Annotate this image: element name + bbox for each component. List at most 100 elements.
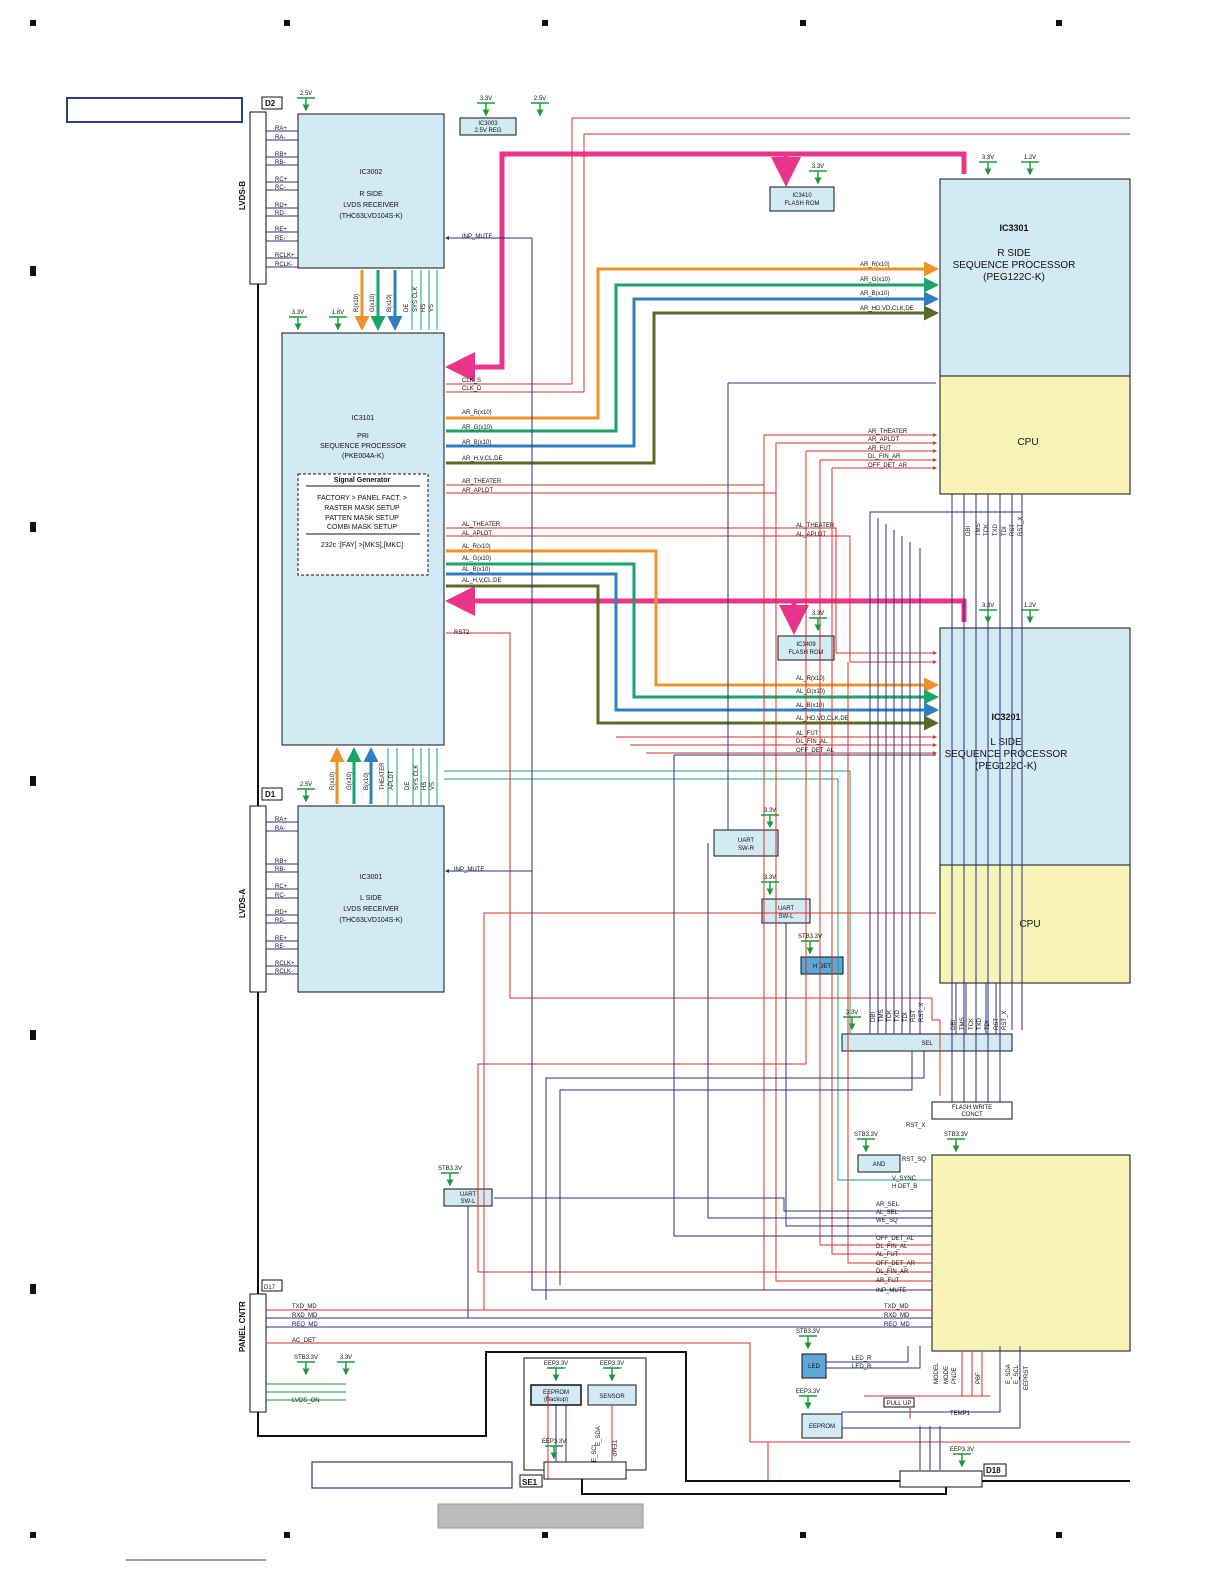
clk-s-label: CLK_S [462, 378, 481, 384]
cpu-bus-label-l: TXD [977, 1017, 983, 1030]
power-18v-ic3101-label: 1.8V [332, 310, 344, 316]
power-33v-ic3410 [809, 170, 827, 185]
bottom-pin-label: PNDE [952, 1367, 958, 1384]
connector-d1: D1 LVDS-A [238, 787, 283, 993]
al-b-label-pri: AL_B(x10) [462, 567, 490, 573]
note-frame [311, 1461, 513, 1489]
sel-box: SEL [841, 1033, 1013, 1052]
al-r-label: AL_R(x10) [796, 676, 825, 682]
svg-text:Signal Generator: Signal Generator [334, 477, 391, 484]
off-det-al-label: OFF_DET_AL [796, 748, 835, 754]
cpu-bus-label-l: DBI [951, 1020, 957, 1030]
d2-pin-label: RB+ [275, 152, 287, 158]
svg-text:UART: UART [738, 838, 755, 844]
ar-g-label-pri: AR_G(x10) [462, 425, 492, 431]
ar-sel-label: AR_SEL [876, 1202, 900, 1208]
d2-pin-label: RCLK- [275, 262, 293, 268]
cpu-bus-label-l: TMS [960, 1017, 966, 1030]
ic3002-box: IC3002 R SIDE LVDS RECEIVER (THC63LVD104… [297, 113, 445, 269]
d1-pin-label: RCLK- [275, 969, 293, 975]
svg-text:IC3301: IC3301 [999, 223, 1028, 233]
power-33v-ic3101 [289, 316, 307, 331]
power-stb-hdet-label: STB3.3V [798, 934, 822, 940]
al-g-label-pri: AL_G(x10) [462, 556, 491, 562]
svg-text:LVDS-B: LVDS-B [238, 181, 247, 210]
l-bus-label: B(x10) [364, 772, 370, 790]
flash-write-box: FLASH WRITE CONCT [931, 1101, 1013, 1120]
cpu-bus-label-sel: RST [911, 1010, 917, 1022]
r-bus-label: R(x10) [354, 294, 360, 312]
svg-text:D1: D1 [265, 790, 276, 799]
d1-pin-label: RA- [275, 826, 285, 832]
off-det-al-label-2: OFF_DET_AL [876, 1236, 915, 1242]
svg-text:SENSOR: SENSOR [599, 1394, 625, 1400]
d1-pin-label: RE+ [275, 936, 287, 942]
d2-pin-label: RD- [275, 211, 286, 217]
inp-mute-label-l: INP_MUTE [454, 867, 484, 873]
svg-text:(THC63LVD104S-K): (THC63LVD104S-K) [339, 917, 402, 924]
power-eep-eeprom [799, 1395, 817, 1410]
d1-pin-label: RB- [275, 867, 285, 873]
power-33v-ic3301-label: 3.3V [982, 155, 994, 161]
power-stb-led-label: STB3.3V [796, 1329, 820, 1335]
bottom-red [864, 1351, 990, 1397]
power-stb-led [799, 1335, 817, 1350]
power-eep-eeprom-label: EEP3.3V [796, 1389, 820, 1395]
title-frame [66, 97, 243, 123]
power-eep-backup-label: EEP3.3V [544, 1361, 568, 1367]
power-eep-sensor [603, 1367, 621, 1382]
l-bus-label: R(x10) [330, 772, 336, 790]
ar-g-label: AR_G(x10) [860, 277, 890, 283]
cpu-bus-label-l: RST [994, 1018, 1000, 1030]
svg-text:(THC63LVD104S-K): (THC63LVD104S-K) [339, 213, 402, 220]
svg-text:IC3410: IC3410 [792, 193, 812, 199]
al-apldt-label: AL_APLDT [796, 532, 826, 538]
svg-text:PULL UP: PULL UP [887, 1401, 912, 1407]
inp-mute-label-2: INP_MUTE [876, 1288, 906, 1294]
svg-text:D17: D17 [264, 1285, 276, 1291]
svg-text:D18: D18 [986, 1466, 1001, 1475]
svg-text:SW-L: SW-L [779, 914, 795, 920]
power-33v-uart-r-label: 3.3V [764, 808, 776, 814]
svg-text:LVDS-A: LVDS-A [238, 889, 247, 918]
led-r-label: LED_R [852, 1356, 872, 1362]
power-33v-sel [843, 1016, 861, 1031]
d2-pin-label: RE- [275, 236, 285, 242]
ar-r-label: AR_R(x10) [860, 262, 890, 268]
svg-text:CPU: CPU [1019, 919, 1040, 930]
svg-text:LVDS RECEIVER: LVDS RECEIVER [343, 202, 399, 209]
ar-apldt-label: AR_APLDT [868, 437, 899, 443]
ar-theater-label-pri: AR_THEATER [462, 479, 502, 485]
l-bus-label: SYS CLK [414, 765, 420, 790]
d1-pin-label: RCLK+ [275, 961, 295, 967]
svg-text:EEPROM: EEPROM [543, 1390, 569, 1396]
ar-b-label-pri: AR_B(x10) [462, 440, 491, 446]
ar-theater-label: AR_THEATER [868, 429, 908, 435]
rst-sq-label: RST_SQ [902, 1157, 926, 1163]
power-33v-reg-label: 3.3V [480, 96, 492, 102]
req-md-label: REQ_MD [292, 1322, 318, 1328]
led-box: LED [801, 1353, 827, 1379]
txd-md-label-2: TXD_MD [884, 1304, 909, 1310]
d2-pin-label: RA- [275, 135, 285, 141]
rxd-md-label: RXD_MD [292, 1313, 318, 1319]
bottom-pin-label: MODE [944, 1366, 950, 1384]
eeprst-label: EEPRST [1024, 1366, 1030, 1390]
power-33v-panel [337, 1361, 355, 1376]
d1-pin-label: RE- [275, 944, 285, 950]
power-25v-ic3001-label: 2.5V [300, 782, 312, 788]
l-bus-label: HS [422, 782, 428, 790]
svg-text:FLASH ROM: FLASH ROM [784, 201, 819, 207]
se1-e-scl-label: E_SCL [592, 1442, 598, 1462]
frame-lines [257, 284, 1130, 1495]
svg-text:EEPROM: EEPROM [809, 1424, 835, 1430]
svg-text:SEL: SEL [921, 1041, 933, 1047]
svg-text:COMBI MASK SETUP: COMBI MASK SETUP [327, 524, 397, 531]
r-bus-label: SYS CLK [413, 287, 419, 312]
ar-fut-label-2: AR_FUT [876, 1278, 900, 1284]
svg-text:SEQUENCE PROCESSOR: SEQUENCE PROCESSOR [945, 749, 1068, 760]
power-25v-reg [531, 102, 549, 117]
ar-hd-label: AR_HD,VD,CLK,DE [860, 306, 914, 312]
power-stb-panel-label: STB3.3V [294, 1355, 318, 1361]
